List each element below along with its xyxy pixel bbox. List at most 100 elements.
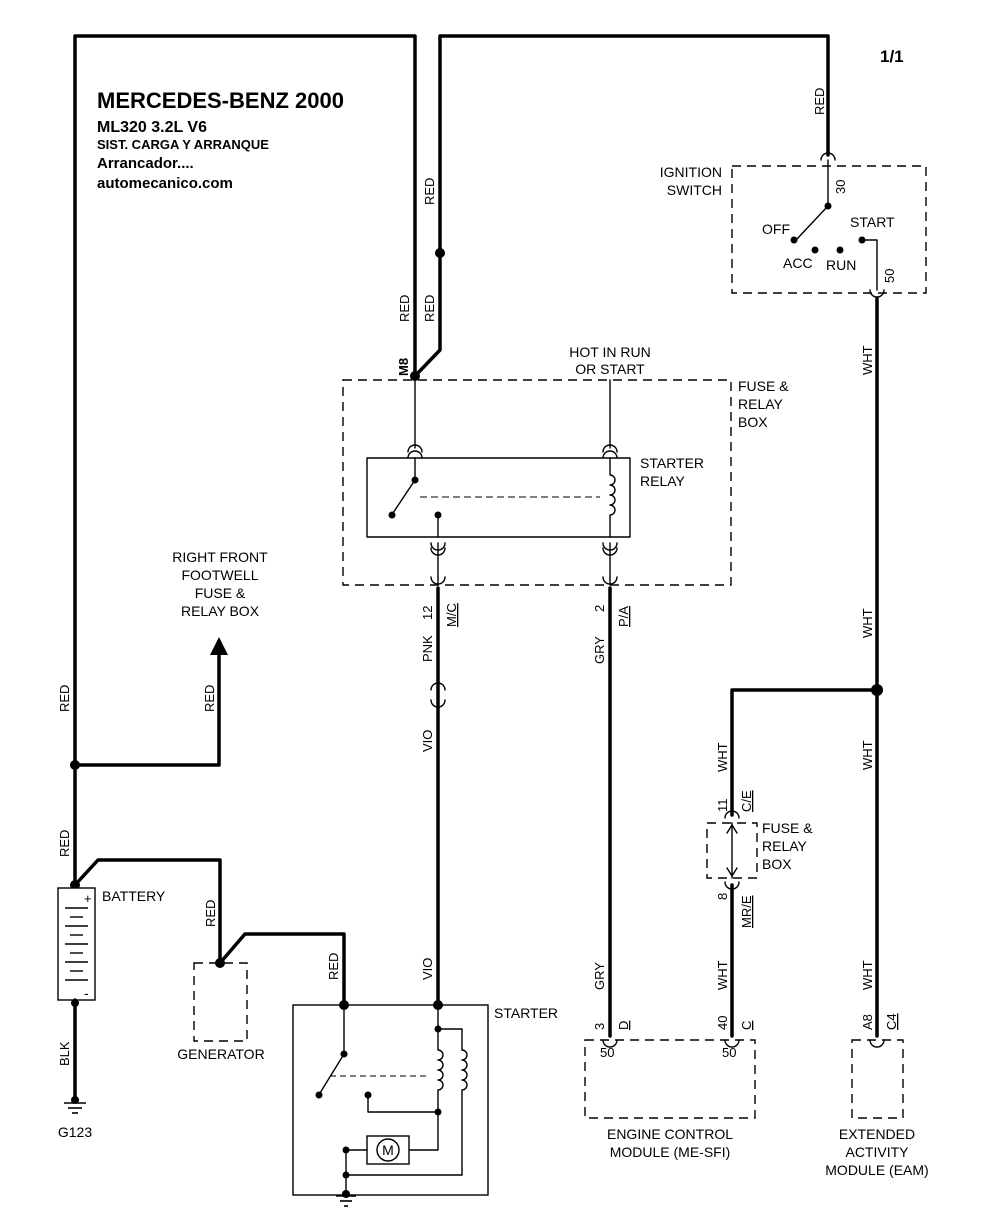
eam-box — [851, 1039, 904, 1119]
pin-3: 3 — [592, 1023, 607, 1030]
connector-c: C — [739, 1021, 754, 1030]
switch-contact — [811, 246, 819, 254]
pull-in-coil-icon — [437, 1028, 444, 1113]
starter-box — [292, 1004, 489, 1196]
wire-battery-gen — [73, 858, 222, 965]
ground-label: G123 — [58, 1124, 92, 1140]
switch-pos-off: OFF — [762, 221, 790, 237]
switch-pos-run: RUN — [826, 257, 856, 273]
pin-2: 2 — [592, 605, 607, 612]
wire-color-label: WHT — [860, 345, 875, 375]
battery-plus: + — [84, 891, 92, 906]
wire-color-label: BLK — [57, 1041, 72, 1066]
starter-relay-label: RELAY — [640, 473, 686, 489]
connector-mc: M/C — [444, 603, 459, 627]
wire-color-label: RED — [203, 900, 218, 927]
pin-50: 50 — [882, 269, 897, 283]
motor-label: M — [382, 1142, 394, 1158]
connector-symbol — [602, 450, 618, 459]
starter-label: STARTER — [494, 1005, 558, 1021]
relay-blade — [392, 479, 416, 514]
hold-in-coil-icon — [461, 1049, 468, 1176]
diagram-section: Arrancador.... — [97, 155, 194, 172]
hot-in-run-label: HOT IN RUN — [569, 344, 650, 360]
switch-pos-acc: ACC — [783, 255, 813, 271]
connector-symbol — [602, 1039, 618, 1048]
switch-blade — [795, 205, 829, 241]
arrow-down-icon — [726, 867, 738, 877]
switch-start-wire — [861, 239, 878, 291]
diagram-model: ML320 3.2L V6 — [97, 119, 207, 136]
wire-color-label: GRY — [592, 636, 607, 664]
connector-symbol — [407, 450, 423, 459]
pin-12: 12 — [420, 606, 435, 620]
splice-dot — [410, 371, 420, 381]
wire-top-red-loop — [413, 34, 830, 378]
fuse-box-2-label: RELAY — [762, 838, 808, 854]
generator-label: GENERATOR — [177, 1046, 264, 1062]
battery-minus: - — [84, 985, 89, 1001]
starter-node — [342, 1146, 350, 1154]
connector-c4: C4 — [884, 1013, 899, 1030]
wire-left-loop — [73, 34, 417, 1005]
ignition-switch-box — [731, 165, 927, 294]
starter-internal-wire — [437, 1028, 463, 1051]
wire-color-label: VIO — [420, 958, 435, 980]
starter-internal-wire — [367, 1094, 439, 1151]
ignition-switch-label: IGNITION — [660, 164, 722, 180]
splice-dot — [70, 760, 80, 770]
fuse-box-2-label: BOX — [762, 856, 792, 872]
ground-icon — [64, 1102, 86, 1114]
motor-icon — [376, 1138, 400, 1162]
splice-dot — [71, 999, 79, 1007]
wire-color-label: RED — [422, 178, 437, 205]
diagram-site: automecanico.com — [97, 175, 233, 192]
wire-wht-branch — [730, 688, 879, 817]
ignition-switch-label: SWITCH — [667, 182, 722, 198]
splice-dot — [435, 248, 445, 258]
fuse-relay-box-2 — [706, 822, 758, 879]
diagram-system: SIST. CARGA Y ARRANQUE — [97, 137, 269, 152]
fuse-box-2-label: FUSE & — [762, 820, 813, 836]
connector-symbol — [430, 682, 446, 691]
eam-label: ACTIVITY — [845, 1144, 909, 1160]
splice-dot — [71, 1096, 79, 1104]
solenoid-contact — [315, 1091, 323, 1099]
switch-pos-start: START — [850, 214, 895, 230]
wire-color-label: RED — [202, 685, 217, 712]
wire-color-label: WHT — [860, 740, 875, 770]
starter-relay-box — [366, 457, 631, 538]
connector-symbol — [820, 152, 836, 161]
relay-contact — [388, 511, 396, 519]
splice-dot — [342, 1190, 350, 1198]
wire-color-label: WHT — [715, 960, 730, 990]
rf-footwell-label: FOOTWELL — [181, 567, 258, 583]
ecm-label: ENGINE CONTROL — [607, 1126, 733, 1142]
battery-cells-icon — [65, 907, 88, 981]
fuse-box-label: FUSE & — [738, 378, 789, 394]
switch-contact — [790, 236, 798, 244]
hot-in-run-label: OR START — [575, 361, 645, 377]
connector-d: D — [616, 1021, 631, 1030]
arrow-up-icon — [210, 637, 228, 655]
solenoid-blade — [319, 1053, 345, 1094]
connector-symbol — [869, 1039, 885, 1048]
fuse-box-label: BOX — [738, 414, 768, 430]
wire-color-label: VIO — [420, 730, 435, 752]
ecm-pin-label: 50 — [722, 1045, 736, 1060]
wire-color-label: PNK — [420, 635, 435, 662]
connector-ce: C/E — [739, 790, 754, 812]
wire-color-label: RED — [57, 685, 72, 712]
relay-coil-icon — [609, 457, 616, 538]
splice-dot — [215, 958, 225, 968]
wire-color-label: WHT — [860, 608, 875, 638]
arrow-up-icon — [726, 824, 738, 834]
diagram-title: MERCEDES-BENZ 2000 — [97, 88, 344, 113]
connector-symbol — [407, 444, 423, 453]
rf-footwell-label: RELAY BOX — [181, 603, 260, 619]
connector-symbol — [724, 1039, 740, 1048]
connector-symbol — [724, 810, 740, 819]
connector-symbol — [602, 444, 618, 453]
pin-30: 30 — [833, 180, 848, 194]
connector-m8: M8 — [396, 358, 411, 376]
